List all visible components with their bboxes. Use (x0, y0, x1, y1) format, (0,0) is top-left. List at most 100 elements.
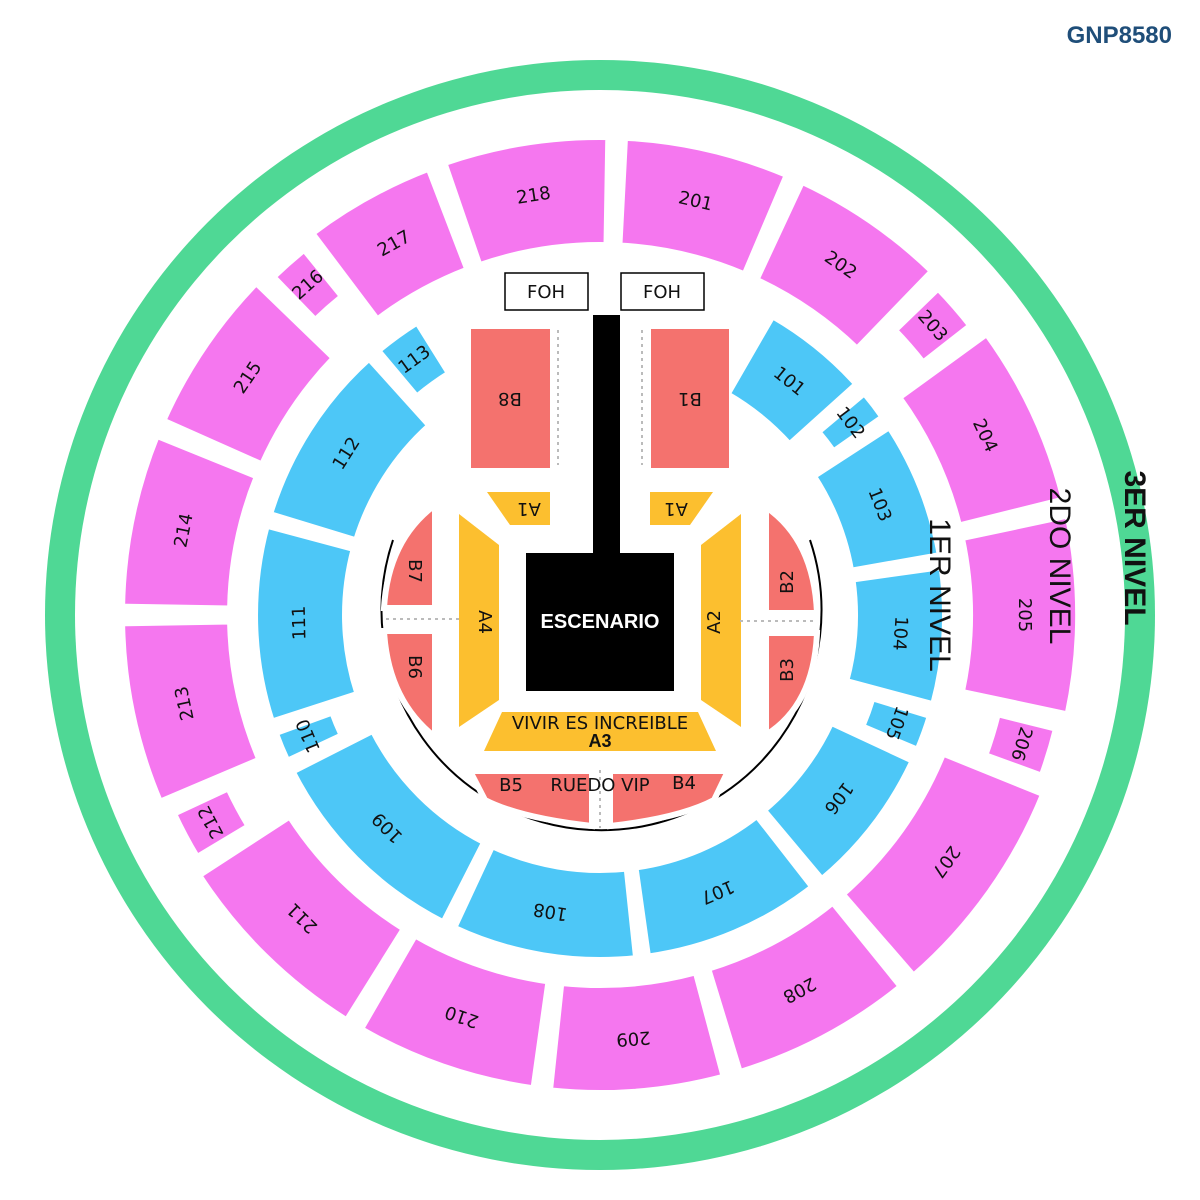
level2-sections: 2012022032042052062072082092102112122132… (119, 134, 1081, 1097)
section-b5[interactable]: B5 (465, 768, 595, 830)
section-105[interactable]: 105 (858, 694, 934, 754)
section-101-shape (723, 312, 861, 449)
foh-right[interactable]: FOH (620, 272, 705, 311)
section-b3[interactable]: B3 (763, 630, 821, 741)
section-b1[interactable]: B1 (651, 329, 729, 468)
section-107[interactable]: 107 (632, 811, 817, 960)
section-210-shape (356, 931, 552, 1092)
section-110-shape (271, 708, 346, 765)
section-201[interactable]: 201 (616, 134, 791, 279)
section-a1-right[interactable]: A1 (650, 492, 713, 525)
section-207[interactable]: 207 (838, 749, 1048, 981)
section-104-label: 104 (888, 616, 911, 652)
section-b2-label: B2 (777, 570, 798, 594)
section-b4[interactable]: B4 (607, 768, 733, 830)
section-a4-label: A4 (474, 610, 495, 634)
section-a2[interactable]: A2 (701, 514, 741, 727)
section-112-shape (266, 354, 434, 545)
section-a3-label: A3 (588, 731, 611, 751)
section-211-shape (194, 812, 409, 1025)
section-216-shape (269, 245, 347, 325)
section-104-shape (842, 563, 948, 708)
section-b8-label: B8 (498, 388, 522, 409)
section-102[interactable]: 102 (814, 388, 887, 456)
section-110[interactable]: 110 (271, 708, 346, 765)
section-207-shape (838, 749, 1048, 981)
section-205[interactable]: 205 (958, 512, 1081, 718)
section-109[interactable]: 109 (288, 726, 489, 927)
section-213-shape (119, 618, 264, 806)
section-215[interactable]: 215 (159, 278, 339, 469)
section-a2-label: A2 (704, 610, 725, 634)
section-b6[interactable]: B6 (380, 628, 438, 744)
section-206-shape (981, 710, 1060, 780)
ruedo-vip-label: RUEDO VIP (550, 775, 649, 796)
section-202[interactable]: 202 (752, 177, 937, 354)
section-208[interactable]: 208 (704, 898, 906, 1076)
foh-right-label: FOH (643, 282, 681, 303)
runway (593, 315, 620, 555)
event-code: GNP8580 (1066, 22, 1172, 49)
section-201-shape (616, 134, 791, 279)
section-209-label: 209 (615, 1026, 651, 1050)
section-a1-left[interactable]: A1 (487, 492, 550, 525)
section-b7[interactable]: B7 (380, 499, 438, 611)
section-b1-label: B1 (678, 388, 702, 409)
section-b7-label: B7 (404, 559, 425, 583)
section-210[interactable]: 210 (356, 931, 552, 1092)
section-212-shape (170, 784, 253, 862)
section-204[interactable]: 204 (895, 329, 1068, 530)
section-b5-label: B5 (499, 775, 523, 796)
section-108-shape (450, 842, 640, 963)
section-a4[interactable]: A4 (459, 514, 499, 727)
section-b3-label: B3 (777, 658, 798, 682)
section-a3[interactable]: VIVIR ES INCREIBLE A3 (484, 712, 716, 751)
section-218[interactable]: 218 (440, 134, 612, 270)
level3-label: 3ER NIVEL (1118, 470, 1151, 625)
section-218-shape (440, 134, 612, 270)
section-204-shape (895, 329, 1068, 530)
section-217[interactable]: 217 (308, 164, 472, 324)
section-105-shape (858, 694, 934, 754)
section-106-shape (759, 718, 917, 884)
section-113[interactable]: 113 (373, 318, 454, 401)
section-102-shape (814, 388, 887, 456)
level2-label: 2DO NIVEL (1043, 488, 1076, 645)
section-106[interactable]: 106 (759, 718, 917, 884)
section-104[interactable]: 104 (842, 563, 948, 708)
section-213[interactable]: 213 (119, 618, 264, 806)
section-101[interactable]: 101 (723, 312, 861, 449)
section-211[interactable]: 211 (194, 812, 409, 1025)
section-b6-label: B6 (404, 655, 425, 679)
section-217-shape (308, 164, 472, 324)
section-107-shape (632, 811, 817, 960)
section-109-shape (288, 726, 489, 927)
section-a1-left-label: A1 (517, 498, 541, 519)
section-111-shape (252, 522, 362, 726)
section-215-shape (159, 278, 339, 469)
section-214[interactable]: 214 (119, 431, 261, 612)
section-112[interactable]: 112 (266, 354, 434, 545)
section-203[interactable]: 203 (890, 284, 975, 367)
section-111[interactable]: 111 (252, 522, 362, 726)
section-209[interactable]: 209 (546, 968, 728, 1097)
section-103-shape (809, 422, 944, 575)
section-205-label: 205 (1014, 598, 1035, 632)
level1-label: 1ER NIVEL (923, 518, 956, 671)
section-216[interactable]: 216 (269, 245, 347, 325)
section-212[interactable]: 212 (170, 784, 253, 862)
foh-left[interactable]: FOH (504, 272, 589, 311)
foh-left-label: FOH (527, 282, 565, 303)
section-108[interactable]: 108 (450, 842, 640, 963)
section-214-shape (119, 431, 261, 612)
section-a1-right-label: A1 (664, 498, 688, 519)
section-a3-title: VIVIR ES INCREIBLE (512, 713, 688, 734)
section-b2[interactable]: B2 (763, 501, 821, 616)
stage-label: ESCENARIO (541, 611, 660, 633)
section-103[interactable]: 103 (809, 422, 944, 575)
section-b8[interactable]: B8 (471, 329, 550, 468)
section-206[interactable]: 206 (981, 710, 1060, 780)
section-208-shape (704, 898, 906, 1076)
